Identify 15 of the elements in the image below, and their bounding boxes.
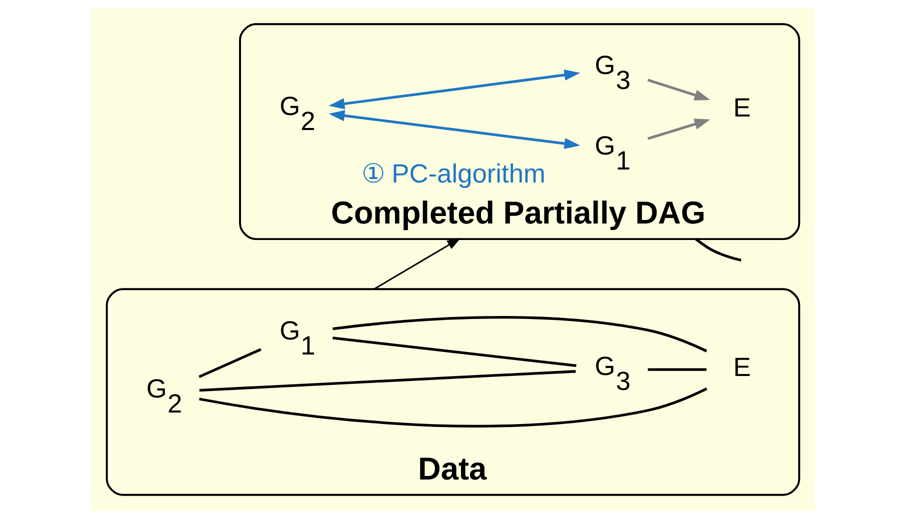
connector xyxy=(648,368,706,371)
arrow xyxy=(647,118,710,140)
arrow xyxy=(328,69,580,110)
node-text: E xyxy=(733,352,751,382)
edge-label: ① PC-algorithm xyxy=(361,158,546,188)
connector xyxy=(198,348,262,378)
connector xyxy=(332,316,708,352)
connector xyxy=(199,388,708,428)
arrow xyxy=(328,110,580,150)
connector xyxy=(332,336,576,368)
arrow xyxy=(374,238,461,290)
node-text: E xyxy=(733,92,751,122)
arrow xyxy=(647,78,710,100)
connector xyxy=(199,370,576,392)
connector xyxy=(695,238,742,262)
